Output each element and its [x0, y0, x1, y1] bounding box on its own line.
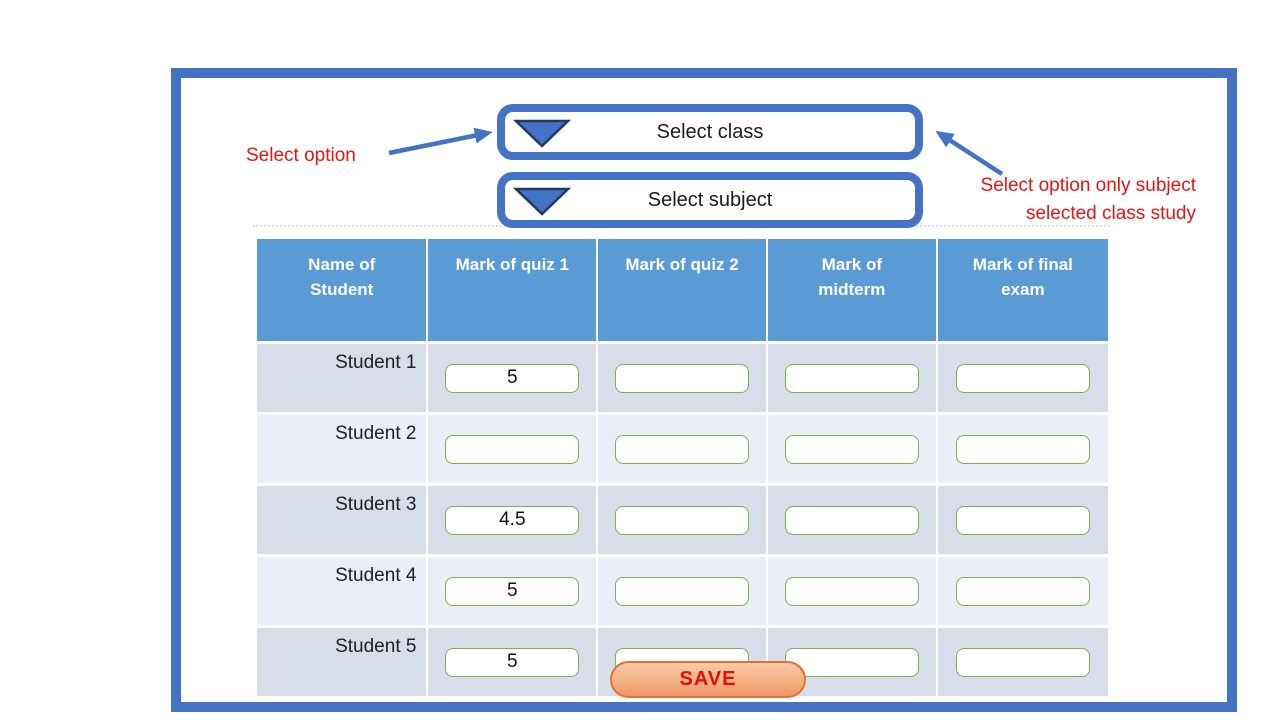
table-row: Student 1 — [257, 344, 1108, 412]
table-row: Student 4 — [257, 557, 1108, 625]
table-row: Student 2 — [257, 415, 1108, 483]
mark-input-final[interactable] — [955, 434, 1090, 464]
col-header-quiz1: Mark of quiz 1 — [428, 239, 597, 341]
mark-input-final[interactable] — [955, 505, 1090, 535]
mark-input-quiz2[interactable] — [615, 434, 750, 464]
mark-input-midterm[interactable] — [784, 363, 919, 393]
mark-input-midterm[interactable] — [784, 434, 919, 464]
annotation-subject-note-line2: selected class study — [1025, 203, 1196, 224]
student-name: Student 1 — [257, 344, 427, 412]
mark-input-midterm[interactable] — [784, 647, 919, 677]
subject-dropdown-label: Select subject — [647, 188, 773, 211]
arrow-to-subject-note-icon — [935, 130, 1004, 176]
col-header-quiz2: Mark of quiz 2 — [598, 239, 766, 341]
subject-dropdown[interactable]: Select subject — [497, 172, 923, 228]
col-header-midterm: Mark of midterm — [767, 239, 936, 341]
mark-input-final[interactable] — [955, 576, 1090, 606]
dropdown-arrow-icon — [513, 119, 571, 148]
mark-input-quiz1[interactable] — [445, 576, 580, 606]
arrow-to-class-dropdown-icon — [388, 127, 493, 156]
student-name: Student 4 — [257, 557, 427, 625]
mark-input-midterm[interactable] — [784, 576, 919, 606]
mark-input-quiz1[interactable] — [445, 505, 580, 535]
annotation-select-option: Select option — [246, 145, 356, 166]
annotation-subject-note: Select option only subject selected clas… — [934, 172, 1196, 228]
dropdown-arrow-icon — [513, 187, 571, 216]
mark-input-final[interactable] — [955, 647, 1090, 677]
col-header-student-name: Name of Student — [257, 239, 427, 341]
save-button[interactable]: SAVE — [610, 661, 806, 698]
col-header-final-exam: Mark of final exam — [937, 239, 1108, 341]
class-dropdown-label: Select class — [656, 120, 764, 143]
class-dropdown[interactable]: Select class — [497, 104, 923, 160]
mark-input-quiz2[interactable] — [615, 363, 750, 393]
student-name: Student 3 — [257, 486, 427, 554]
mark-input-quiz1[interactable] — [445, 647, 580, 677]
mark-input-quiz2[interactable] — [615, 505, 750, 535]
marks-table: Name of Student Mark of quiz 1 Mark of q… — [255, 236, 1110, 699]
table-row: Student 3 — [257, 486, 1108, 554]
mark-input-midterm[interactable] — [784, 505, 919, 535]
mark-input-quiz1[interactable] — [445, 363, 580, 393]
mark-input-quiz1[interactable] — [445, 434, 580, 464]
student-name: Student 5 — [257, 628, 427, 696]
student-name: Student 2 — [257, 415, 427, 483]
annotation-subject-note-line1: Select option only subject — [980, 175, 1196, 196]
mark-input-final[interactable] — [955, 363, 1090, 393]
mark-input-quiz2[interactable] — [615, 576, 750, 606]
header-row: Name of Student Mark of quiz 1 Mark of q… — [257, 239, 1108, 341]
